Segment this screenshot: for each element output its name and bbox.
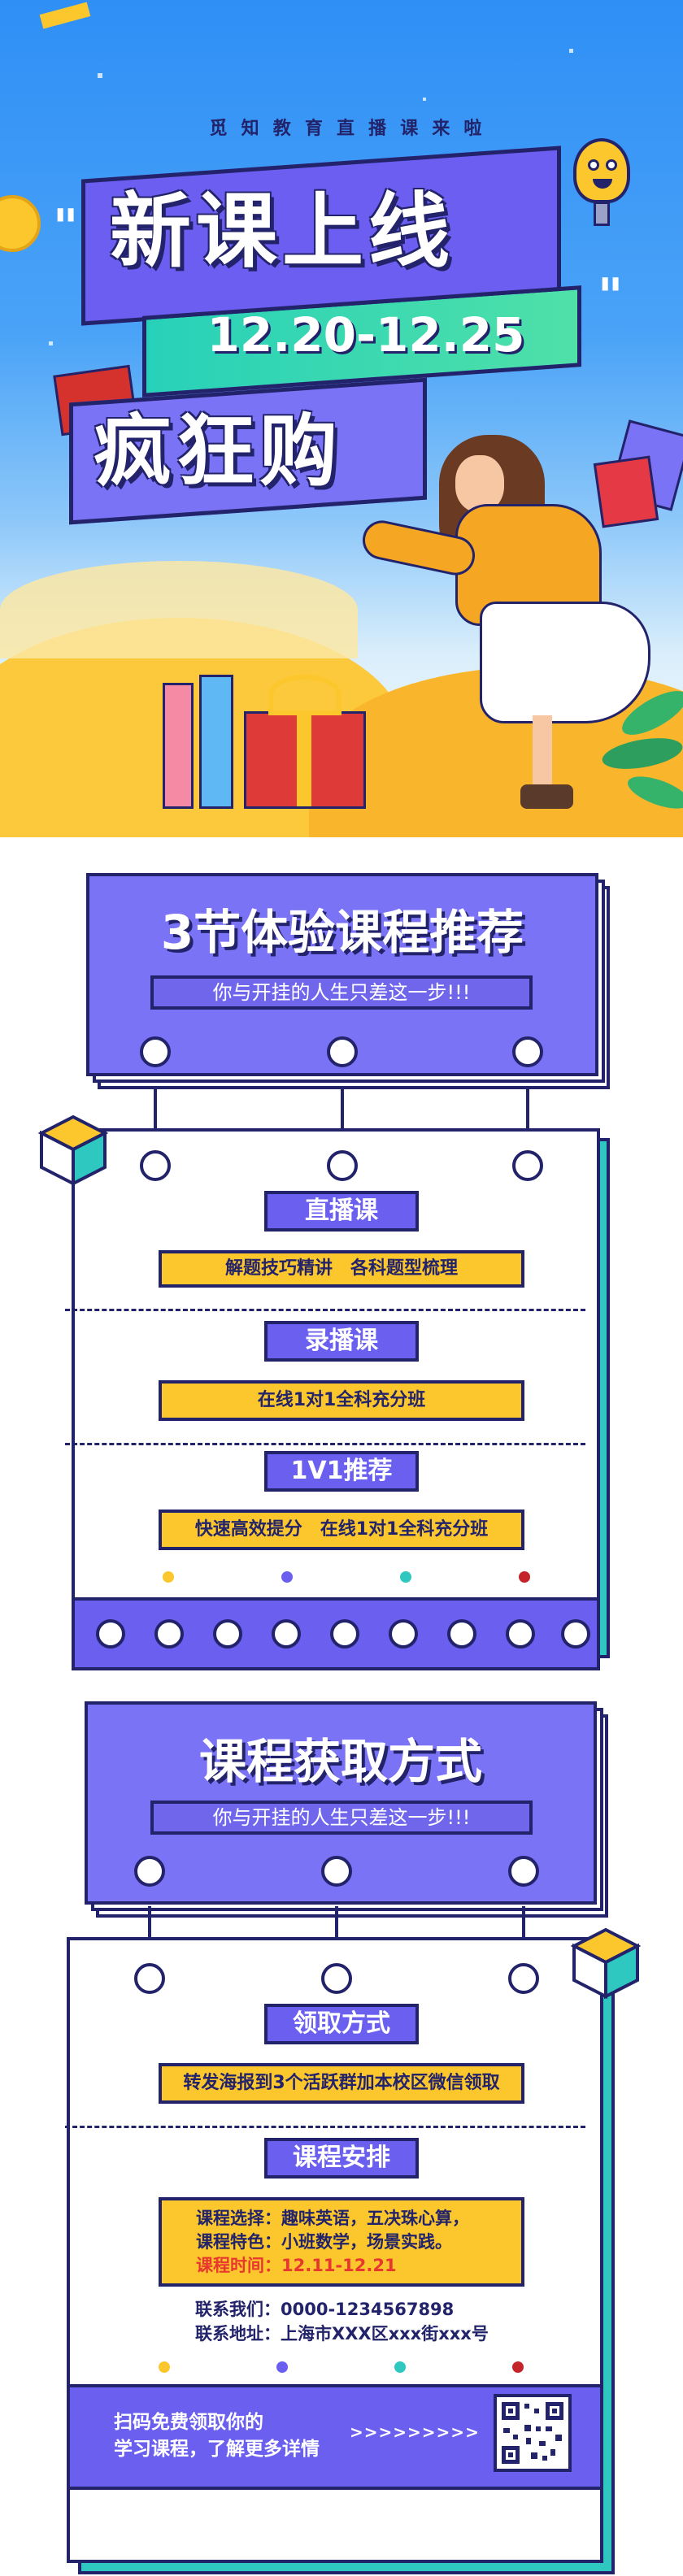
slogan-char: 育 bbox=[304, 119, 323, 139]
cube-icon bbox=[569, 1927, 642, 2000]
binder-ring bbox=[508, 1856, 539, 1887]
decor-dot bbox=[276, 2361, 288, 2373]
schedule-box: 课程选择：趣味英语，五决珠心算， 课程特色：小班数学，场景实践。 课程时间：12… bbox=[159, 2197, 524, 2287]
footer-text-2: 学习课程，了解更多详情 bbox=[114, 2439, 320, 2460]
binder-ring bbox=[140, 1036, 171, 1067]
slogan-char: 直 bbox=[336, 119, 355, 139]
shopper-skirt bbox=[480, 602, 650, 723]
schedule-line: 课程特色：小班数学，场景实践。 bbox=[196, 2232, 452, 2252]
quote-open: " bbox=[53, 199, 79, 256]
slogan-char: 来 bbox=[432, 119, 450, 139]
binder-hole bbox=[96, 1619, 125, 1649]
binder-ring bbox=[508, 1963, 539, 1994]
ribbon-decoration bbox=[39, 2, 91, 29]
binder-hole bbox=[272, 1619, 301, 1649]
binder-ring bbox=[134, 1963, 165, 1994]
binder-ring bbox=[512, 1036, 543, 1067]
hero-banner: 觅 知 教 育 直 播 课 来 啦 新课上线 " " 12.20-12.25 疯… bbox=[0, 0, 683, 837]
shopping-bag-icon bbox=[593, 455, 659, 528]
hero-title: 新课上线 bbox=[110, 184, 455, 279]
decor-dot bbox=[394, 2361, 406, 2373]
binder-ring bbox=[321, 1963, 352, 1994]
decor-dot bbox=[281, 1571, 293, 1583]
section-title: 3节体验课程推荐 bbox=[160, 905, 524, 960]
course-name: 录播课 bbox=[264, 1321, 419, 1362]
binder-ring bbox=[512, 1150, 543, 1181]
section-title: 课程获取方式 bbox=[198, 1734, 482, 1789]
decor-dot bbox=[159, 2361, 170, 2373]
binder-hole bbox=[389, 1619, 418, 1649]
get-method-label: 领取方式 bbox=[264, 2004, 419, 2044]
course-name: 直播课 bbox=[264, 1191, 419, 1232]
course-desc: 解题技巧精讲 各科题型梳理 bbox=[159, 1250, 524, 1288]
binder-ring bbox=[134, 1856, 165, 1887]
course-desc: 快速高效提分 在线1对1全科充分班 bbox=[159, 1510, 524, 1550]
binder-ring bbox=[321, 1856, 352, 1887]
slogan-char: 课 bbox=[400, 119, 419, 139]
slogan-char: 觅 bbox=[209, 119, 228, 139]
hero-date: 12.20-12.25 bbox=[207, 307, 525, 363]
hero-subtitle: 疯狂购 bbox=[94, 406, 342, 497]
binder-hole bbox=[506, 1619, 535, 1649]
slogan-char: 知 bbox=[241, 119, 259, 139]
quote-close: " bbox=[598, 268, 624, 325]
decor-dot bbox=[400, 1571, 411, 1583]
qr-code[interactable] bbox=[494, 2394, 572, 2472]
binder-hole bbox=[213, 1619, 242, 1649]
course-section: 3节体验课程推荐 你与开挂的人生只差这一步!!! 直播课 解题技巧精讲 各科题型… bbox=[0, 862, 683, 1675]
gift-tube-icon bbox=[199, 675, 233, 809]
slogan-char: 播 bbox=[368, 119, 387, 139]
binder-hole bbox=[447, 1619, 476, 1649]
schedule-label: 课程安排 bbox=[264, 2138, 419, 2179]
access-section: 课程获取方式 你与开挂的人生只差这一步!!! 领取方式 转发海报到3个活跃群加本… bbox=[0, 1687, 683, 2576]
decor-dot bbox=[519, 1571, 530, 1583]
contact-phone: 联系我们：0000-1234567898 bbox=[195, 2300, 455, 2319]
binder-hole bbox=[330, 1619, 359, 1649]
binder-hole bbox=[154, 1619, 184, 1649]
contact-address: 联系地址：上海市XXX区xxx街xxx号 bbox=[195, 2324, 489, 2344]
coin-icon bbox=[0, 195, 41, 252]
slogan-row: 觅 知 教 育 直 播 课 来 啦 bbox=[159, 114, 533, 140]
gift-bow-icon bbox=[268, 675, 342, 715]
binder-ring bbox=[327, 1036, 358, 1067]
binder-ring bbox=[327, 1150, 358, 1181]
schedule-line: 课程选择：趣味英语，五决珠心算， bbox=[196, 2209, 469, 2228]
section-tagline: 你与开挂的人生只差这一步!!! bbox=[150, 1801, 533, 1835]
footer-text-1: 扫码免费领取你的 bbox=[114, 2412, 263, 2433]
gift-tube-icon bbox=[163, 683, 194, 809]
decor-dot bbox=[512, 2361, 524, 2373]
get-method-desc: 转发海报到3个活跃群加本校区微信领取 bbox=[159, 2063, 524, 2104]
decor-dot bbox=[163, 1571, 174, 1583]
hill-light bbox=[0, 561, 358, 658]
slogan-char: 啦 bbox=[463, 119, 482, 139]
section-tagline: 你与开挂的人生只差这一步!!! bbox=[150, 975, 533, 1010]
lightbulb-icon bbox=[573, 138, 630, 203]
schedule-time: 课程时间：12.11-12.21 bbox=[196, 2256, 397, 2275]
course-name: 1V1推荐 bbox=[264, 1451, 419, 1492]
shopper-face bbox=[455, 455, 504, 512]
cube-icon bbox=[37, 1114, 110, 1187]
footer-arrows: >>>>>>>>> bbox=[350, 2422, 480, 2442]
shopper-boot bbox=[520, 784, 573, 809]
binder-hole bbox=[561, 1619, 590, 1649]
binder-ring bbox=[140, 1150, 171, 1181]
course-desc: 在线1对1全科充分班 bbox=[159, 1380, 524, 1421]
gift-box-icon bbox=[244, 711, 366, 809]
slogan-char: 教 bbox=[272, 119, 291, 139]
